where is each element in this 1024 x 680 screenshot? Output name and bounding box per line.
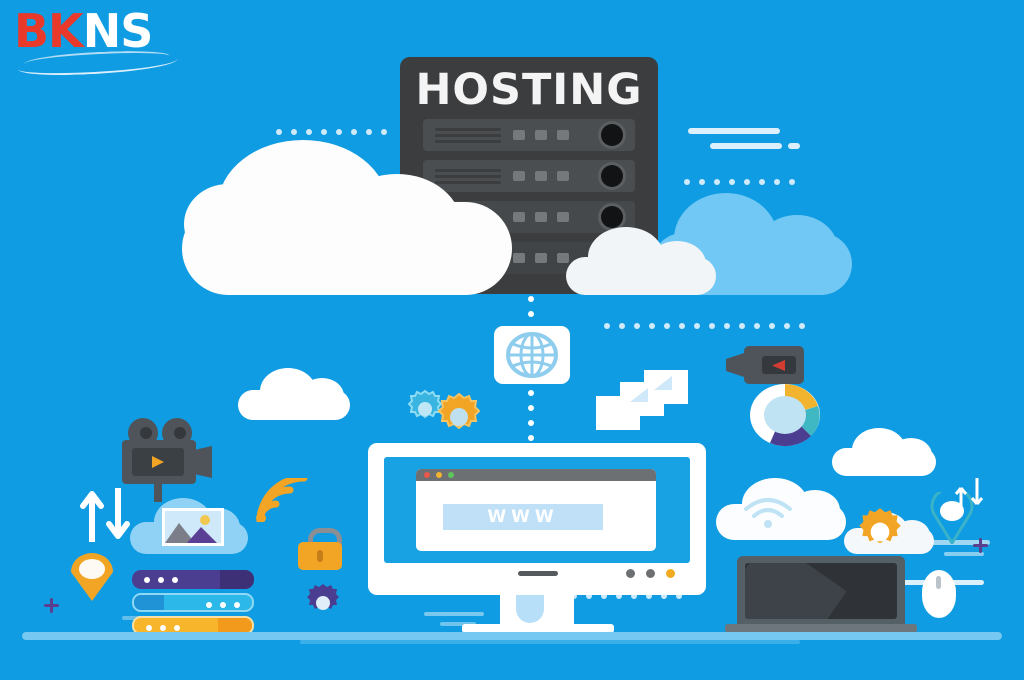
monitor-indicator-dot: [626, 569, 635, 578]
vent-lines: [435, 169, 501, 184]
bay-square: [513, 130, 525, 140]
sky-dash: [710, 143, 782, 149]
dotted-line-right: [684, 172, 804, 190]
up-down-arrows-icon-right: [954, 478, 984, 514]
bar-cap: [220, 570, 254, 589]
cloud-wifi: [716, 478, 846, 540]
server-title: HOSTING: [415, 65, 643, 115]
bay-square: [557, 130, 569, 140]
photo-landscape: [165, 511, 221, 543]
gear-icon-orange: [437, 392, 481, 430]
bay-led: [601, 165, 623, 187]
file-corner: [630, 388, 648, 402]
cloud-large-white: [182, 140, 512, 295]
files-stack-icon: [596, 370, 692, 432]
globe-icon: [506, 332, 558, 378]
lock-shackle: [308, 528, 342, 555]
monitor-screen: WWW: [384, 457, 690, 563]
server-bar-purple: [132, 570, 254, 589]
mouse-icon: [922, 570, 956, 618]
lock-keyhole: [317, 550, 323, 562]
movie-camera-icon: [118, 418, 228, 502]
bay-led: [601, 206, 623, 228]
bay-square: [535, 171, 547, 181]
monitor-power-led: [666, 569, 675, 578]
globe-card[interactable]: [494, 326, 570, 384]
photo-icon: [162, 508, 224, 546]
play-icon: [152, 456, 164, 468]
browser-title-bar: [416, 469, 656, 481]
dotted-line-mid: [604, 316, 814, 334]
bay-square: [513, 253, 525, 263]
address-bar[interactable]: WWW: [443, 504, 603, 530]
bar-cap: [134, 595, 164, 610]
server-bay: [423, 119, 635, 151]
monitor-brand-dash: [518, 571, 558, 576]
bay-square: [557, 171, 569, 181]
server-bar-blue: [132, 593, 254, 612]
server-bay: [423, 160, 635, 192]
browser-window[interactable]: WWW: [416, 469, 656, 551]
laptop-base: [725, 624, 917, 633]
laptop-screen-glare: [745, 563, 847, 619]
wifi-icon-orange: [256, 478, 308, 522]
cloud-small-white: [832, 428, 936, 476]
ground-line-shadow: [300, 640, 800, 644]
location-pin-icon-teal: [930, 492, 974, 544]
sky-dash: [944, 552, 984, 556]
dotted-line-left: [276, 122, 396, 140]
laptop-screen: [745, 563, 897, 619]
sky-dash: [440, 622, 476, 626]
logo-text-ns: NS: [82, 4, 154, 58]
monitor-stand-accent: [516, 595, 544, 623]
browser-dot-minimize[interactable]: [436, 472, 442, 478]
donut-chart-icon: [750, 384, 820, 447]
monitor-base: [462, 624, 614, 633]
bay-square: [513, 212, 525, 222]
browser-dot-maximize[interactable]: [448, 472, 454, 478]
mouse-wheel: [936, 576, 941, 589]
sky-dash: [788, 143, 800, 149]
cloud-small-white: [238, 368, 350, 420]
monitor-indicator-dot: [646, 569, 655, 578]
camera-cone: [194, 446, 212, 478]
bay-square: [535, 130, 547, 140]
laptop: [737, 556, 905, 626]
ground-line: [22, 632, 1002, 640]
bay-square: [535, 253, 547, 263]
sky-dash: [930, 540, 990, 545]
gear-icon-orange-right: [859, 508, 901, 544]
video-camera-icon: [726, 346, 804, 384]
address-bar-text: WWW: [487, 507, 559, 527]
cloud-small-white: [566, 227, 716, 295]
file-corner: [654, 376, 672, 390]
camera-lens-cone: [726, 352, 747, 378]
camera-play-icon: [772, 360, 785, 371]
gear-icon-purple: [307, 584, 339, 610]
bay-square: [535, 212, 547, 222]
gear-icon-teal: [407, 389, 443, 419]
bay-square: [513, 171, 525, 181]
sky-dash: [688, 128, 780, 134]
sky-dash: [424, 612, 484, 616]
desktop-monitor: WWW: [368, 443, 706, 595]
bar-cap: [218, 618, 252, 633]
browser-dot-close[interactable]: [424, 472, 430, 478]
bay-square: [557, 212, 569, 222]
up-down-arrows-icon-left: [80, 488, 130, 542]
bay-led: [601, 124, 623, 146]
lock-icon: [298, 528, 342, 570]
bay-square: [557, 253, 569, 263]
logo-text-bk: BK: [14, 4, 84, 58]
location-pin-icon-orange: [71, 552, 113, 601]
cloud-wifi-icon: [744, 498, 792, 528]
vent-lines: [435, 128, 501, 143]
bkns-logo: BKNS: [14, 8, 214, 77]
